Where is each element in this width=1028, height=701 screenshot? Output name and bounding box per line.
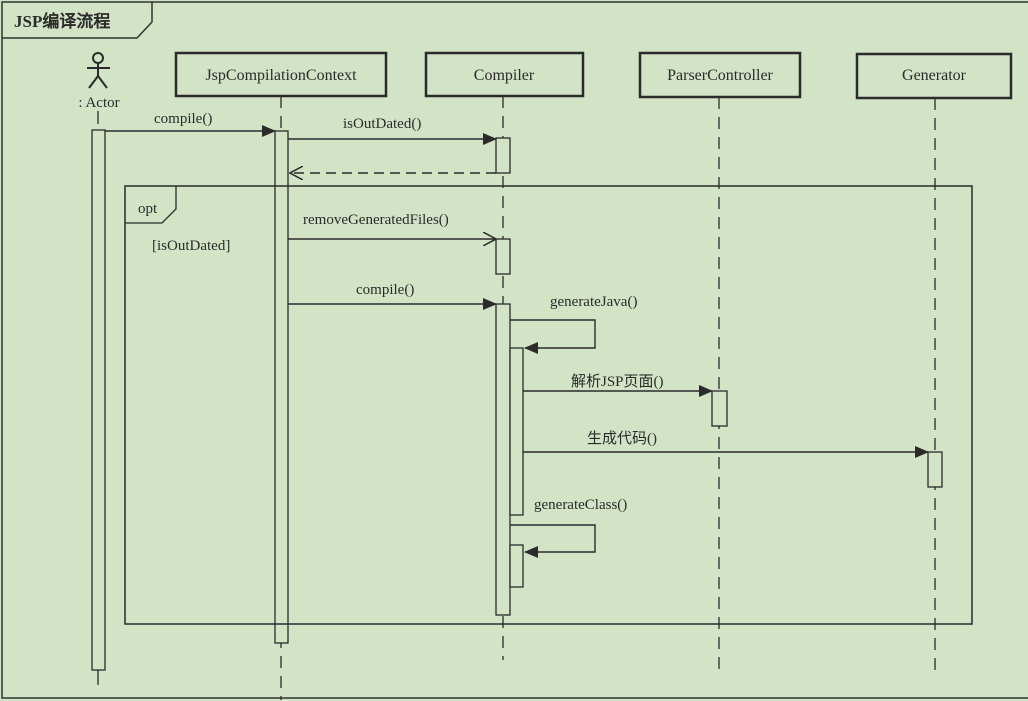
lifeline-label: ParserController bbox=[667, 67, 773, 84]
activation-bar bbox=[711, 390, 728, 427]
actor-label: : Actor bbox=[78, 95, 119, 111]
lifeline-parser-controller: ParserController bbox=[638, 51, 802, 672]
message-label: generateJava() bbox=[550, 294, 637, 310]
nested-activation-bar bbox=[509, 544, 524, 588]
lifeline-header bbox=[638, 51, 802, 99]
frame-title: JSP编译流程 bbox=[14, 11, 110, 31]
actor-activation bbox=[91, 129, 106, 671]
activation-bar bbox=[927, 451, 943, 488]
message-label: generateClass() bbox=[534, 497, 627, 513]
lifeline-jsp-compilation-context: JspCompilationContext bbox=[174, 51, 388, 700]
lifeline-generator: Generator bbox=[855, 52, 1013, 672]
message-label: 生成代码() bbox=[587, 430, 657, 447]
activation-bar bbox=[274, 130, 289, 644]
lifeline-label: Generator bbox=[902, 67, 967, 84]
lifeline-label: Compiler bbox=[474, 67, 535, 84]
fragment-operator: opt bbox=[138, 201, 158, 217]
lifeline-label: JspCompilationContext bbox=[205, 67, 357, 84]
lifeline-header bbox=[424, 51, 585, 98]
message-label: 解析JSP页面() bbox=[571, 373, 664, 390]
fragment-operator-tab bbox=[125, 186, 177, 224]
messages bbox=[105, 125, 929, 558]
message-label: compile() bbox=[154, 111, 212, 127]
message-label: isOutDated() bbox=[343, 116, 421, 132]
actor: : Actor bbox=[78, 52, 120, 685]
lifeline-header bbox=[855, 52, 1013, 100]
opt-fragment: opt [isOutDated] bbox=[124, 185, 973, 625]
self-message-arrow bbox=[510, 524, 596, 558]
message-label: compile() bbox=[356, 282, 414, 298]
self-message-arrow bbox=[510, 319, 596, 354]
frame-title-tab bbox=[2, 2, 153, 39]
actor-stick-figure-icon bbox=[87, 52, 110, 89]
lifeline-compiler: Compiler bbox=[424, 51, 585, 660]
message-label: removeGeneratedFiles() bbox=[303, 212, 449, 228]
fragment-guard: [isOutDated] bbox=[152, 238, 230, 254]
activation-bar bbox=[495, 137, 511, 174]
activation-bar bbox=[495, 303, 511, 616]
nested-activation-bar bbox=[509, 347, 524, 516]
activation-bar bbox=[495, 238, 511, 275]
